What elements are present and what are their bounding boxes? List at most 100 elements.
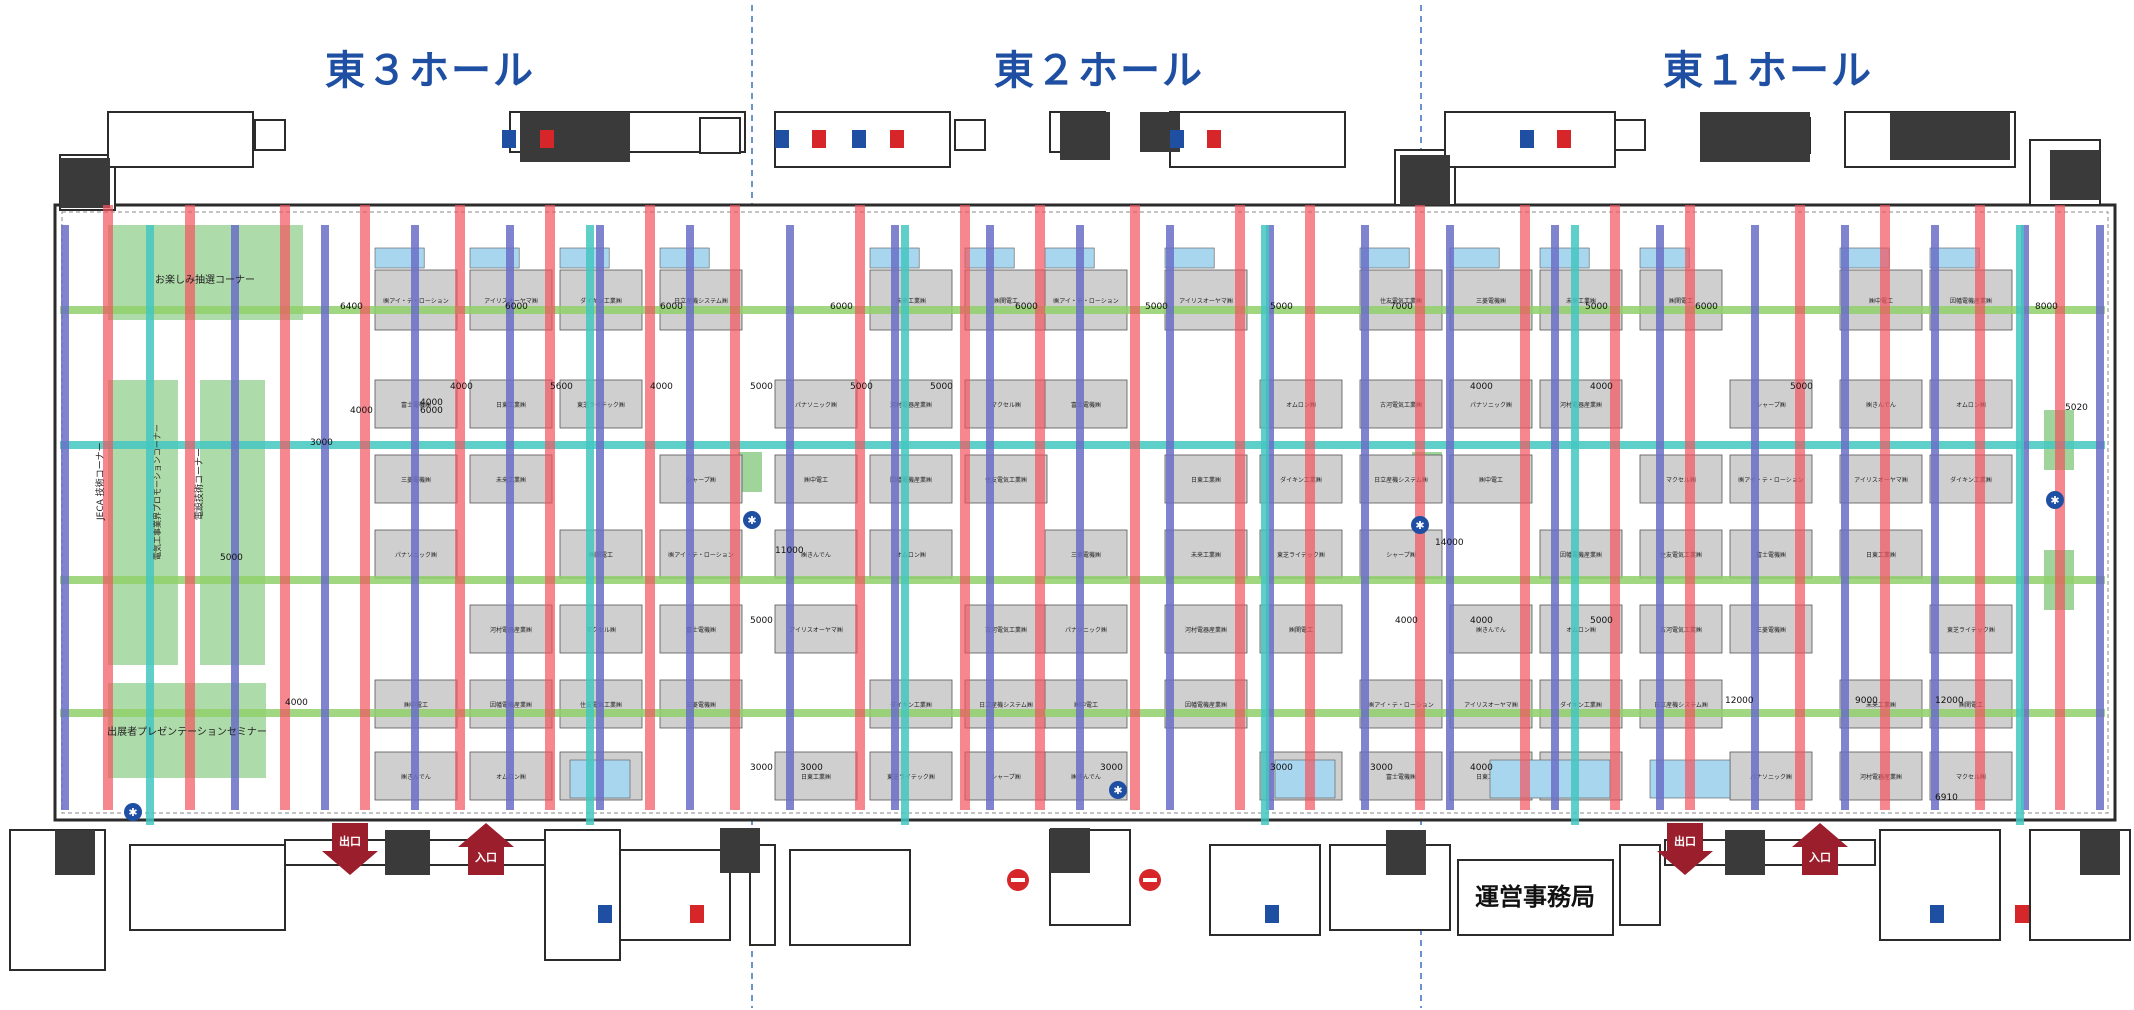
dimension-label: 14000 xyxy=(1435,538,1464,548)
booth-label: 東芝ライテック㈱ xyxy=(1277,551,1325,559)
booth xyxy=(1639,269,1723,331)
booth xyxy=(1164,529,1248,579)
dimension-label: 6000 xyxy=(420,406,443,416)
zone-lottery xyxy=(108,225,303,320)
booth xyxy=(1449,679,1533,729)
dimension-label: 5600 xyxy=(550,382,573,392)
exit-arrow-icon xyxy=(1657,823,1713,875)
dimension-label: 6400 xyxy=(340,302,363,312)
dimension-label: 5000 xyxy=(850,382,873,392)
booth-label: ㈱中電工 xyxy=(804,476,828,484)
dimension-label: 3000 xyxy=(1100,763,1123,773)
booth xyxy=(1044,379,1128,429)
booth xyxy=(869,679,953,729)
booth-label: 日立産機システム㈱ xyxy=(979,701,1033,709)
booth xyxy=(869,379,953,429)
booth-label: マクセル㈱ xyxy=(1956,773,1986,781)
booth-label: アイリスオーヤマ㈱ xyxy=(789,626,843,634)
booth xyxy=(659,529,743,579)
booth xyxy=(1449,379,1533,429)
exit-arrow-icon xyxy=(322,823,378,875)
booth-label: パナソニック㈱ xyxy=(1470,401,1512,409)
booth-label: 富士電機㈱ xyxy=(686,626,716,634)
booth xyxy=(1044,269,1128,331)
zone-caption-promo: 電気工事業界プロモーションコーナー xyxy=(152,424,162,560)
vertical-aisle-red xyxy=(1685,205,1695,810)
bottom-wall-dark xyxy=(2080,830,2120,875)
vertical-aisle-teal xyxy=(586,225,594,825)
vertical-aisle-teal xyxy=(146,225,154,825)
restroom-icon xyxy=(690,905,704,923)
booth-label: 日東工業㈱ xyxy=(1191,476,1221,484)
booth-label: 住友電気工業㈱ xyxy=(1660,551,1702,559)
booth-label: ㈱アイ・テ・ローション xyxy=(1368,701,1434,709)
dimension-label: 4000 xyxy=(420,398,443,408)
exit-marker[interactable]: 出口 xyxy=(322,823,378,875)
booth-label: ㈱関電工 xyxy=(1289,626,1313,634)
booth xyxy=(1359,454,1443,504)
booth xyxy=(1639,454,1723,504)
booth-label: アイリスオーヤマ㈱ xyxy=(1179,297,1233,305)
exit-marker[interactable]: 出口 xyxy=(1657,823,1713,875)
booth-label: ダイキン工業㈱ xyxy=(1560,701,1602,709)
dimension-label: 4000 xyxy=(1590,382,1613,392)
booth-label: 古河電気工業㈱ xyxy=(985,626,1027,634)
booth-label: シャープ㈱ xyxy=(1756,401,1786,409)
zone-caption-presentation: 出展者プレゼンテーションセミナー xyxy=(107,725,267,738)
restroom-icon xyxy=(2015,905,2029,923)
top-wall-block xyxy=(254,119,286,151)
dimension-label: 3000 xyxy=(800,763,823,773)
vertical-aisle-red xyxy=(1795,205,1805,810)
booth-small xyxy=(1359,247,1410,269)
info-icon xyxy=(743,511,761,529)
booth-label: オムロン㈱ xyxy=(1566,626,1596,634)
vertical-aisle-red xyxy=(1880,205,1890,810)
booth-label: シャープ㈱ xyxy=(686,476,716,484)
dimension-label: 7000 xyxy=(1390,302,1413,312)
booth-label: ㈱関電工 xyxy=(994,297,1018,305)
bottom-wall-block xyxy=(1619,844,1661,926)
restroom-icon xyxy=(775,130,789,148)
restroom-icon xyxy=(502,130,516,148)
entrance-marker[interactable]: 入口 xyxy=(458,823,514,875)
dimension-label: 4000 xyxy=(450,382,473,392)
vertical-aisle-red xyxy=(960,205,970,810)
vertical-aisle-blue xyxy=(2096,225,2104,810)
top-wall-dark xyxy=(1060,112,1110,160)
booth-label: シャープ㈱ xyxy=(1386,551,1416,559)
entrance-arrow-icon xyxy=(458,823,514,875)
entrance-marker[interactable]: 入口 xyxy=(1792,823,1848,875)
info-icon xyxy=(1109,781,1127,799)
dimension-label: 4000 xyxy=(1470,616,1493,626)
zone-captions: お楽しみ抽選コーナー JECA 技術コーナー 電設技術コーナー 電気工事業界プロ… xyxy=(94,273,267,738)
vertical-aisle-red xyxy=(545,205,555,810)
info-icon-glyph: ✱ xyxy=(1113,784,1122,797)
info-icon-glyph: ✱ xyxy=(747,514,756,527)
vertical-aisle-blue xyxy=(1446,225,1454,810)
booth-label: 因幡電機産業㈱ xyxy=(890,476,932,484)
hall-title-east3: 東３ホール xyxy=(325,48,535,94)
booth-label: ㈱アイ・テ・ローション xyxy=(1053,297,1119,305)
zone-caption-jeca: JECA 技術コーナー xyxy=(94,442,106,521)
dimension-label: 6000 xyxy=(1015,302,1038,312)
vertical-aisle-red xyxy=(1035,205,1045,810)
top-wall-block xyxy=(1444,111,1616,168)
info-icon-glyph: ✱ xyxy=(2050,494,2059,507)
vertical-aisle-red xyxy=(730,205,740,810)
bottom-wall-dark xyxy=(1725,830,1765,875)
exit-label: 出口 xyxy=(339,834,361,848)
vertical-aisle-red xyxy=(1520,205,1530,810)
vertical-aisle-blue xyxy=(1076,225,1084,810)
vertical-aisle-blue xyxy=(1551,225,1559,810)
booth xyxy=(1929,604,2013,654)
booth-label: ㈱きんでん xyxy=(1476,626,1506,634)
booth xyxy=(1359,529,1443,579)
restroom-icon xyxy=(1170,130,1184,148)
restroom-icon xyxy=(1265,905,1279,923)
vertical-aisle-red xyxy=(185,205,195,810)
no-entry-bar xyxy=(1143,878,1157,882)
booth-label: マクセル㈱ xyxy=(1666,476,1696,484)
vertical-aisle-blue xyxy=(411,225,419,810)
